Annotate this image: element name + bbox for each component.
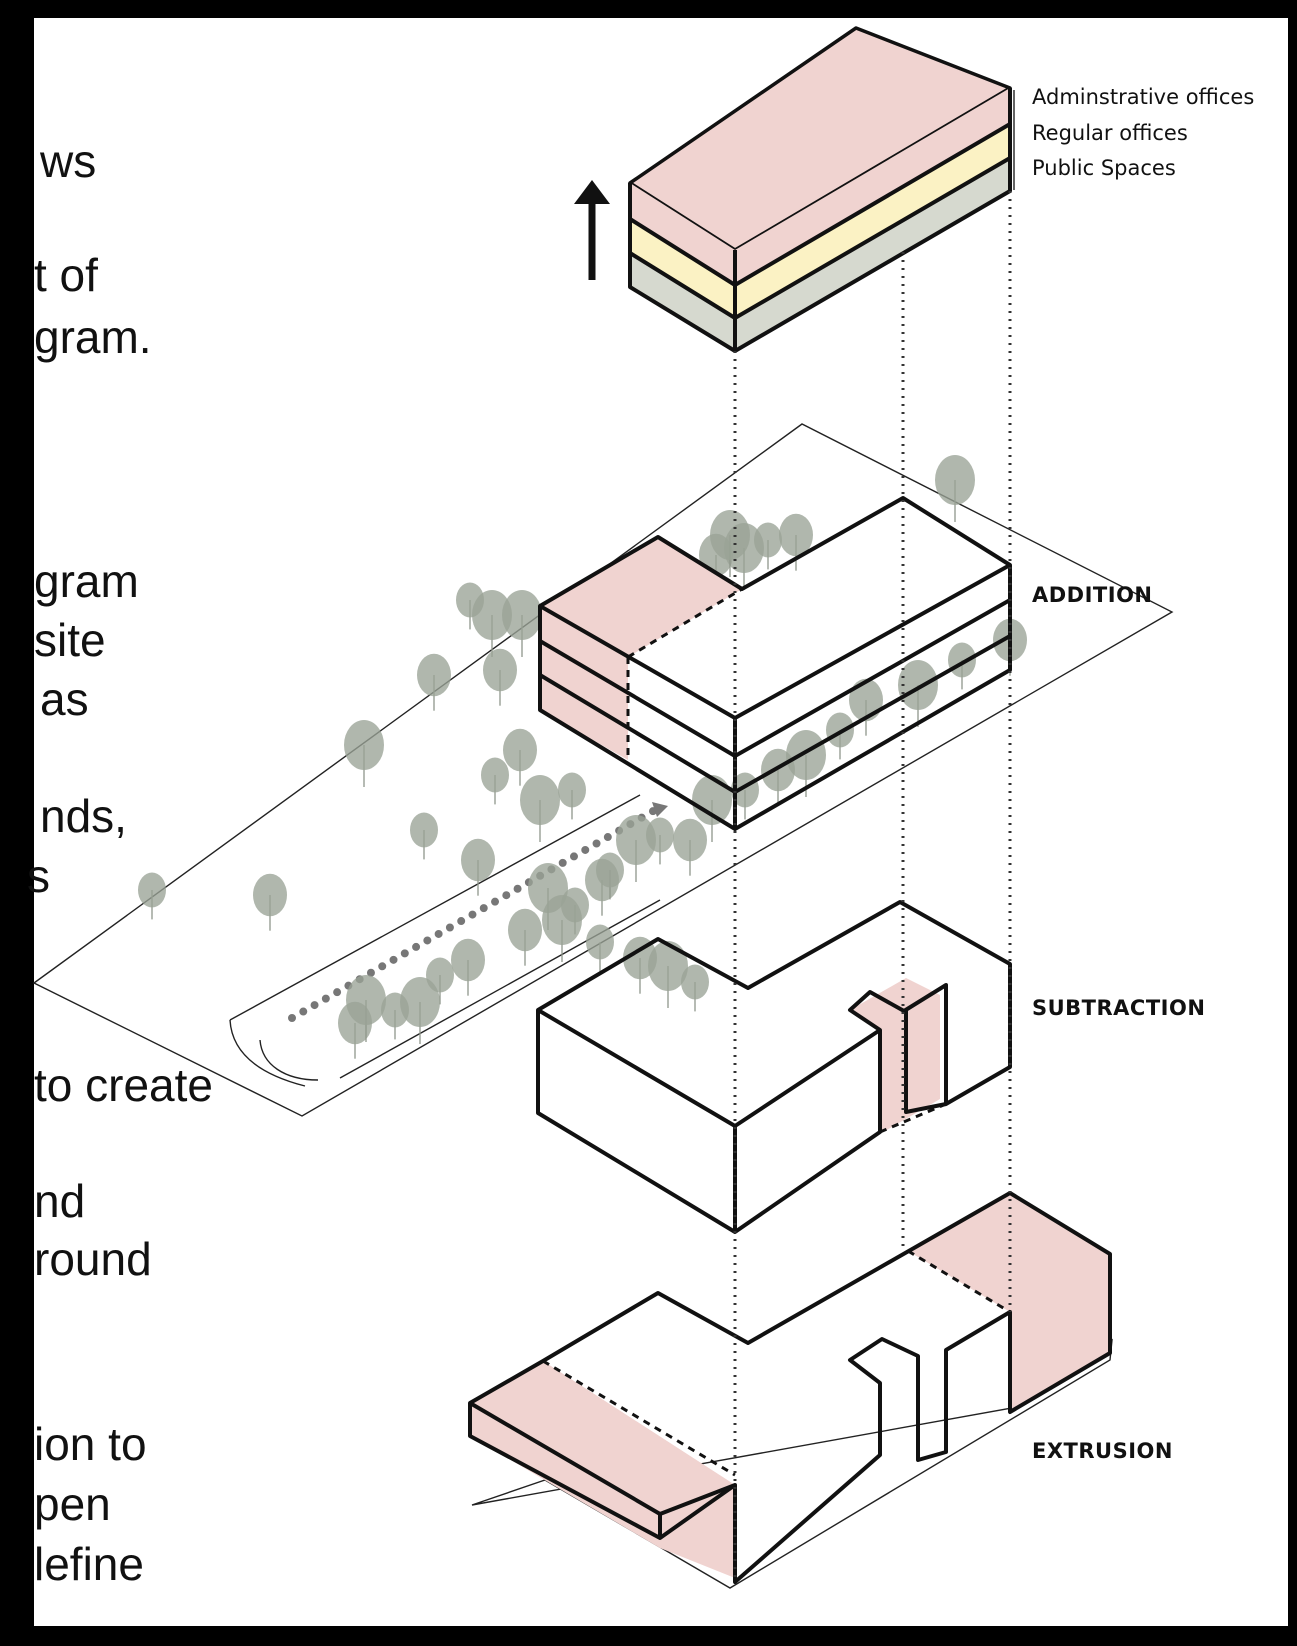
text-line: gram: [34, 555, 139, 607]
tree-crown: [456, 582, 484, 618]
extrusion-block: [468, 1191, 1113, 1589]
tree-crown: [948, 642, 976, 678]
stack-left-gray: [630, 253, 735, 351]
tree-crown: [461, 838, 495, 882]
text-line: round: [34, 1233, 152, 1285]
tree-crown: [779, 513, 813, 557]
left-white-panel: [34, 18, 570, 1626]
legend-label-regular: Regular offices: [1032, 121, 1188, 145]
tree-crown: [344, 720, 384, 770]
tree-crown: [400, 977, 440, 1027]
stack-right-pink: [735, 88, 1010, 285]
tree-crown: [253, 873, 287, 917]
text-line: s: [27, 850, 50, 902]
stack-left-pink: [630, 183, 735, 285]
tree-crown: [616, 815, 656, 865]
text-line: ws: [40, 135, 97, 187]
stack-left-yellow: [630, 219, 735, 318]
legend-label-administrative: Adminstrative offices: [1032, 85, 1254, 109]
program-stack-block: [574, 26, 1015, 353]
text-line: lefine: [34, 1538, 144, 1590]
tree-crown: [935, 455, 975, 505]
tree-crown: [451, 938, 485, 982]
alignment-lines: [733, 191, 1012, 1582]
tree-crown: [646, 817, 674, 853]
text-line: to create: [34, 1059, 213, 1111]
tree-crown: [346, 975, 386, 1025]
tree-crown: [849, 678, 883, 722]
tree-crown: [481, 757, 509, 793]
tree-crown: [596, 852, 624, 888]
legend-label-public: Public Spaces: [1032, 156, 1176, 180]
tree-crown: [542, 895, 582, 945]
tree-crown: [508, 908, 542, 952]
tree-crown: [586, 924, 614, 960]
text-line: gram.: [34, 311, 152, 363]
tree-crown: [503, 728, 537, 772]
subtraction-label: SUBTRACTION: [1032, 996, 1205, 1020]
tree-crown: [673, 818, 707, 862]
tree-crown: [483, 648, 517, 692]
text-line: as: [40, 673, 89, 725]
program-legend: Adminstrative offices Regular offices Pu…: [1032, 85, 1254, 180]
tree-crown: [502, 590, 542, 640]
tree-crown: [692, 775, 732, 825]
text-line: pen: [34, 1478, 111, 1530]
text-line: t of: [34, 249, 98, 301]
extrusion-label: EXTRUSION: [1032, 1439, 1173, 1463]
tree-crown: [417, 653, 451, 697]
tree-crown: [898, 660, 938, 710]
circulation-path: [288, 806, 659, 1022]
text-line: nds,: [40, 790, 127, 842]
tree-crown: [681, 964, 709, 1000]
tree-crown: [710, 510, 750, 560]
tree-crown: [381, 992, 409, 1028]
tree-crown: [138, 872, 166, 908]
text-line: site: [34, 614, 106, 666]
stack-right-yellow: [735, 124, 1010, 318]
text-line: nd: [34, 1175, 86, 1227]
tree-crown: [754, 522, 782, 558]
tree-crown: [826, 712, 854, 748]
tree-crown: [786, 730, 826, 780]
tree-crown: [520, 775, 560, 825]
addition-label: ADDITION: [1032, 583, 1153, 607]
stack-right-gray: [735, 158, 1010, 351]
tree-crown: [410, 812, 438, 848]
tree-crown: [648, 941, 688, 991]
text-line: ion to: [34, 1418, 147, 1470]
tree-crown: [558, 772, 586, 808]
